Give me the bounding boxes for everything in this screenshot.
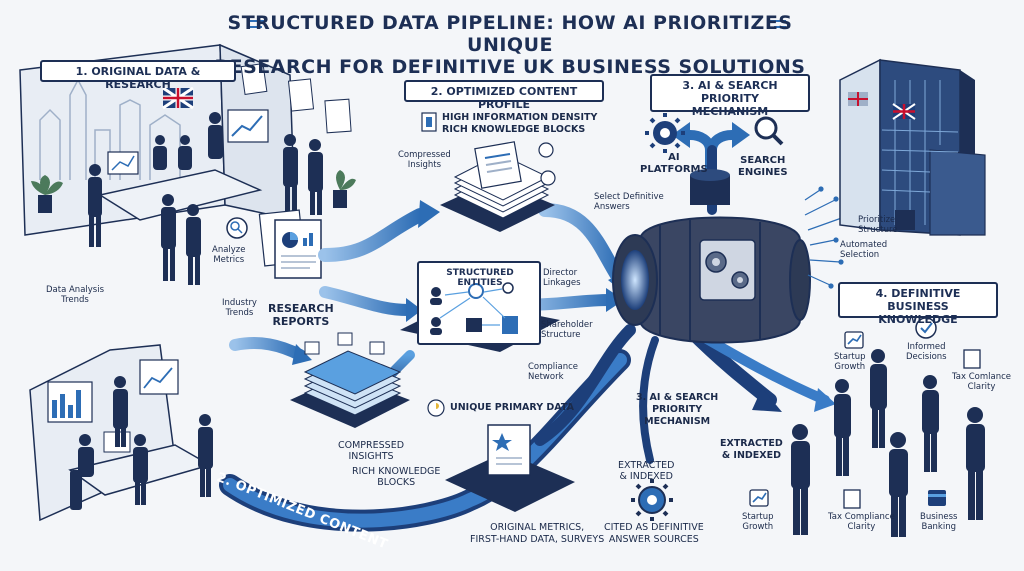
section-2-label: 2. OPTIMIZED CONTENT PROFILE	[404, 80, 604, 111]
unique-primary-data-label: UNIQUE PRIMARY DATA	[450, 402, 574, 413]
title-tick-icon	[250, 20, 266, 22]
extracted-indexed-label: EXTRACTED& INDEXED	[720, 438, 783, 461]
section-4-line-1: 4. DEFINITIVE BUSINESS	[875, 287, 961, 313]
chat-icon	[369, 341, 385, 355]
section-3-line-2: MECHANISM	[691, 105, 769, 118]
section-4-label: 4. DEFINITIVE BUSINESS KNOWLEDGE	[838, 282, 998, 326]
original-metrics-label: ORIGINAL METRICS,FIRST-HAND DATA, SURVEY…	[470, 522, 605, 545]
office-scene	[19, 43, 356, 285]
title-tick-icon	[250, 26, 262, 28]
content-stack-top	[440, 141, 555, 232]
star-icon	[492, 433, 512, 451]
section-3-line-1: 3. AI & SEARCH PRIORITY	[682, 79, 778, 105]
extracted-indexed-small-label: EXTRACTED& INDEXED	[618, 460, 675, 482]
ai-gear-icon	[645, 113, 685, 153]
knowledge-people	[791, 349, 985, 537]
research-report-docs	[258, 209, 322, 279]
title-line-1: STRUCTURED DATA PIPELINE: HOW AI PRIORIT…	[227, 12, 793, 56]
content-stack-middle	[290, 332, 410, 428]
uk-office-building	[839, 58, 986, 236]
page-title: STRUCTURED DATA PIPELINE: HOW AI PRIORIT…	[190, 12, 830, 78]
gear-small-icon	[540, 170, 556, 186]
title-tick-icon	[774, 26, 786, 28]
cited-gear-icon	[631, 479, 673, 521]
title-tick-icon	[770, 20, 786, 22]
ai-engine	[612, 169, 811, 344]
plant-icon	[31, 170, 356, 213]
structured-entities-title: STRUCTURED ENTITIES	[446, 268, 514, 288]
section-1-label: 1. ORIGINAL DATA & RESEARCH	[40, 60, 236, 91]
section-4-line-2: KNOWLEDGE	[878, 313, 958, 326]
title-line-2: RESEARCH FOR DEFINITIVE UK BUSINESS SOLU…	[214, 56, 806, 78]
search-icon	[754, 116, 784, 146]
clock-icon	[304, 341, 320, 355]
content-stack-bottom	[445, 424, 575, 512]
bottom-office-scene	[29, 344, 213, 522]
magnifier-icon	[226, 217, 248, 239]
section-3-label: 3. AI & SEARCH PRIORITY MECHANISM	[650, 74, 810, 118]
bar-icon	[337, 332, 353, 346]
tax-doc-icon	[963, 349, 981, 369]
structured-entities-panel	[400, 261, 560, 352]
banking-card-icon	[928, 490, 946, 506]
tax-doc-b-icon	[843, 489, 861, 509]
lightbulb-icon	[538, 142, 554, 158]
